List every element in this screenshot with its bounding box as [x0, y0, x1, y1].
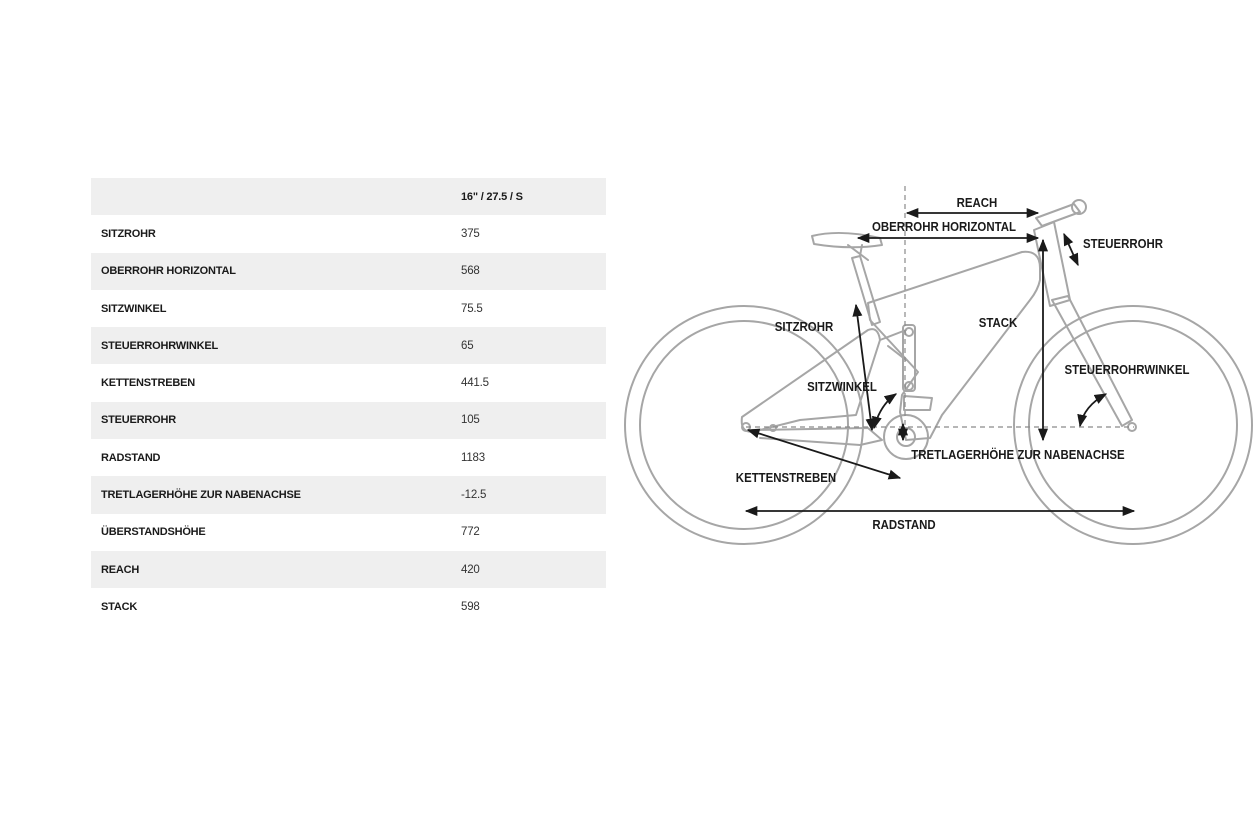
- row-value: 75.5: [461, 302, 483, 315]
- table-row: TRETLAGERHÖHE ZUR NABENACHSE -12.5: [91, 476, 606, 514]
- row-label: KETTENSTREBEN: [101, 377, 195, 390]
- rear-wheel-rim: [639, 320, 849, 530]
- label-stack: STACK: [979, 315, 1018, 330]
- dimension-arrows: [744, 207, 1136, 517]
- table-row: RADSTAND 1183: [91, 439, 606, 476]
- front-wheel-tire: [1013, 305, 1253, 545]
- handlebar: [1071, 199, 1087, 215]
- row-label: RADSTAND: [101, 451, 161, 464]
- row-value: -12.5: [461, 489, 487, 502]
- row-label: REACH: [101, 563, 140, 576]
- row-value: 441.5: [461, 377, 489, 390]
- header-empty-cell: [91, 178, 461, 215]
- table-row: KETTENSTREBEN 441.5: [91, 364, 606, 401]
- row-label: SITZROHR: [101, 227, 156, 240]
- fork: [1051, 295, 1133, 427]
- label-steuerrohrwinkel: STEUERROHRWINKEL: [1065, 362, 1190, 377]
- row-value: 105: [461, 414, 480, 427]
- table-row: ÜBERSTANDSHÖHE 772: [91, 514, 606, 551]
- label-reach: REACH: [957, 195, 998, 210]
- sitzrohr-arrow: [852, 303, 876, 432]
- geometry-table: 16" / 27.5 / S SITZROHR 375 OBERROHR HOR…: [91, 178, 606, 626]
- row-label: ÜBERSTANDSHÖHE: [101, 526, 206, 539]
- seat-tube: [851, 255, 881, 326]
- saddle: [811, 231, 883, 249]
- row-label: OBERROHR HORIZONTAL: [101, 265, 236, 278]
- reference-lines: [746, 186, 1134, 437]
- battery-cover: [903, 395, 933, 411]
- shock-link: [879, 329, 907, 361]
- row-label: SITZWINKEL: [101, 302, 167, 315]
- label-steuerrohr: STEUERROHR: [1083, 236, 1163, 251]
- row-value: 598: [461, 600, 480, 613]
- sitzwinkel-arc: [871, 393, 898, 430]
- table-row: STACK 598: [91, 588, 606, 625]
- bike-geometry-diagram: REACH OBERROHR HORIZONTAL STEUERROHR SIT…: [624, 186, 1253, 545]
- table-row: STEUERROHRWINKEL 65: [91, 327, 606, 365]
- label-tretlager: TRETLAGERHÖHE ZUR NABENACHSE: [911, 446, 1124, 462]
- label-sitzwinkel: SITZWINKEL: [807, 379, 877, 394]
- front-wheel-rim: [1028, 320, 1238, 530]
- steuerrohr-arrow: [1063, 232, 1079, 267]
- row-value: 772: [461, 526, 480, 539]
- saddle-clamp: [847, 244, 869, 261]
- rear-wheel-tire: [624, 305, 864, 545]
- row-label: STEUERROHRWINKEL: [101, 339, 218, 352]
- table-row: STEUERROHR 105: [91, 401, 606, 440]
- row-value: 375: [461, 227, 480, 240]
- kettenstreben-arrow: [746, 428, 902, 480]
- label-sitzrohr: SITZROHR: [775, 319, 834, 334]
- table-row: OBERROHR HORIZONTAL 568: [91, 252, 606, 290]
- table-row: SITZWINKEL 75.5: [91, 290, 606, 327]
- row-value: 1183: [461, 451, 485, 464]
- front-hub: [1127, 422, 1137, 432]
- stem: [1035, 203, 1081, 227]
- row-label: STACK: [101, 600, 138, 613]
- table-row: SITZROHR 375: [91, 215, 606, 252]
- row-value: 568: [461, 265, 480, 278]
- table-row: REACH 420: [91, 550, 606, 589]
- row-label: STEUERROHR: [101, 414, 177, 427]
- size-column-header: 16" / 27.5 / S: [461, 190, 523, 203]
- label-radstand: RADSTAND: [872, 517, 935, 532]
- row-value: 420: [461, 563, 480, 576]
- label-kettenstreben: KETTENSTREBEN: [736, 470, 836, 485]
- table-header-row: 16" / 27.5 / S: [91, 178, 606, 216]
- steuerrohrwinkel-arc: [1077, 393, 1108, 428]
- row-value: 65: [461, 339, 474, 352]
- label-oberrohr: OBERROHR HORIZONTAL: [872, 219, 1016, 234]
- rear-dropout-bolt: [769, 424, 777, 432]
- row-label: TRETLAGERHÖHE ZUR NABENACHSE: [101, 489, 301, 502]
